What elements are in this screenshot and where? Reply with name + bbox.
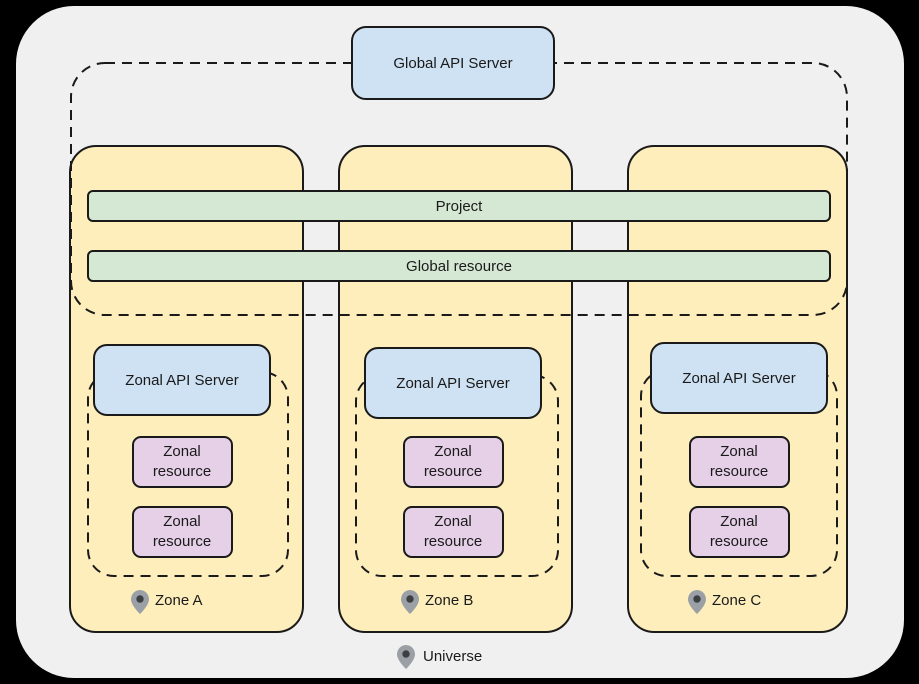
zone-a-api-server-box[interactable] bbox=[93, 344, 271, 416]
zone-b-api-server-box[interactable] bbox=[364, 347, 542, 419]
zone-c-resource-1-line1: Zonal bbox=[720, 443, 758, 460]
zone-a-resource-2[interactable] bbox=[132, 506, 233, 558]
zone-b-label: Zone B bbox=[425, 592, 473, 609]
zone-b-resource-2[interactable] bbox=[403, 506, 504, 558]
global-region-boundary bbox=[70, 62, 848, 316]
zone-a-resource-2-line2: resource bbox=[153, 533, 211, 550]
zone-c-resource-2-line1: Zonal bbox=[720, 513, 758, 530]
zone-c-resource-1[interactable] bbox=[689, 436, 790, 488]
zone-b-map-pin-icon bbox=[401, 590, 419, 614]
zone-b-resource-1-line2: resource bbox=[424, 463, 482, 480]
universe-label: Universe bbox=[423, 648, 482, 665]
zone-c-api-server-label: Zonal API Server bbox=[682, 370, 795, 387]
zone-a-resource-2-line1: Zonal bbox=[163, 513, 201, 530]
zone-a-api-server-label: Zonal API Server bbox=[125, 372, 238, 389]
zone-c-resource-1-line2: resource bbox=[710, 463, 768, 480]
zone-c-resource-2-line2: resource bbox=[710, 533, 768, 550]
zone-b-api-server-label: Zonal API Server bbox=[396, 375, 509, 392]
shared-bar-global-resource-label: Global resource bbox=[406, 258, 512, 275]
zone-c-map-pin-icon bbox=[688, 590, 706, 614]
global-api-server-box[interactable] bbox=[351, 26, 555, 100]
zone-c-resource-2[interactable] bbox=[689, 506, 790, 558]
zone-b-resource-2-line1: Zonal bbox=[434, 513, 472, 530]
zone-b-resource-1[interactable] bbox=[403, 436, 504, 488]
zone-a-resource-1-line2: resource bbox=[153, 463, 211, 480]
shared-bar-project-label: Project bbox=[436, 198, 484, 215]
zone-c-api-server-box[interactable] bbox=[650, 342, 828, 414]
zone-c-label: Zone C bbox=[712, 592, 761, 609]
shared-bar-project[interactable] bbox=[87, 190, 831, 222]
universe-map-pin-icon bbox=[397, 645, 415, 669]
zone-b-resource-2-line2: resource bbox=[424, 533, 482, 550]
zone-a-resource-1[interactable] bbox=[132, 436, 233, 488]
zone-a-map-pin-icon bbox=[131, 590, 149, 614]
shared-bar-global-resource[interactable] bbox=[87, 250, 831, 282]
global-api-server-label: Global API Server bbox=[393, 55, 512, 72]
zone-b-resource-1-line1: Zonal bbox=[434, 443, 472, 460]
zone-a-resource-1-line1: Zonal bbox=[163, 443, 201, 460]
zone-a-label: Zone A bbox=[155, 592, 203, 609]
